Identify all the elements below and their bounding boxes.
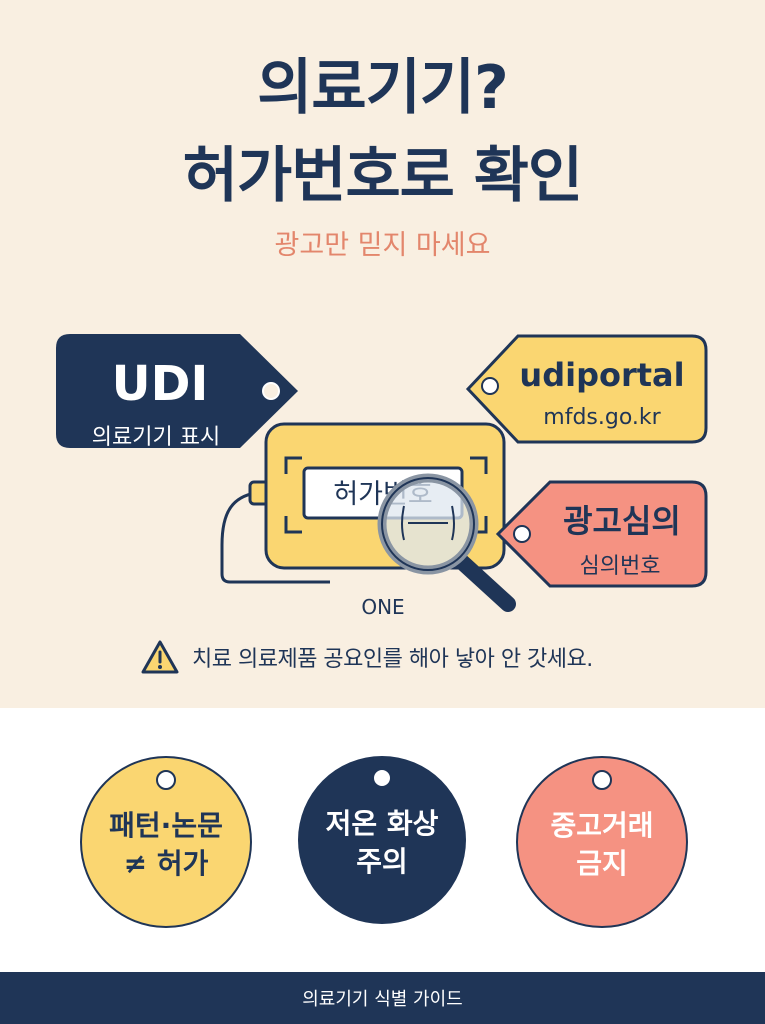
- page-subtitle: 광고만 믿지 마세요: [274, 230, 491, 261]
- warning-icon: [141, 640, 179, 674]
- footer-text: 의료기기 식별 가이드: [302, 989, 463, 1010]
- udi-tag-hole: [262, 382, 280, 400]
- scan-frame: [284, 456, 488, 534]
- magnifier-icon: [377, 473, 516, 612]
- tag-hole: [372, 768, 392, 788]
- ad-review-tag: [495, 480, 708, 588]
- udi-tag: [56, 334, 298, 448]
- udiportal-tag-title: udiportal: [519, 356, 684, 394]
- udiportal-tag-hole: [481, 377, 499, 395]
- ad-review-tag-hole: [513, 525, 531, 543]
- ad-review-tag-title: 광고심의: [563, 502, 681, 540]
- udiportal-tag-subtitle: mfds.go.kr: [543, 405, 661, 430]
- warning-text: 치료 의료제품 공요인를 해아 낳아 안 갓세요.: [192, 647, 593, 672]
- tag-patent-paper-label: 패턴·논문 ≠ 허가: [109, 809, 223, 880]
- device-cable: [220, 490, 330, 584]
- tag-patent-paper: 패턴·논문 ≠ 허가: [80, 756, 252, 928]
- footer: 의료기기 식별 가이드: [0, 972, 765, 1024]
- tag-hole: [592, 770, 612, 790]
- tag-no-resale-label: 중고거래 금지: [550, 809, 654, 880]
- tag-low-temp-burn-label: 저온 화상 주의: [325, 807, 439, 878]
- page-title-line2: 허가번호로 확인: [182, 141, 583, 211]
- page-title-line1: 의료기기?: [257, 53, 509, 123]
- warning-notice: 치료 의료제품 공요인를 해아 낳아 안 갓세요.: [140, 636, 593, 678]
- tag-hole: [156, 770, 176, 790]
- udiportal-tag: [465, 334, 708, 444]
- illustration: 허가번호 UDI 의료기기 표시 udiportal mfds.go.kr 광고…: [56, 334, 708, 619]
- udi-tag-subtitle: 의료기기 표시: [92, 425, 220, 450]
- ad-review-tag-subtitle: 심의번호: [580, 554, 661, 579]
- tag-no-resale: 중고거래 금지: [516, 756, 688, 928]
- tag-low-temp-burn: 저온 화상 주의: [298, 756, 466, 924]
- udi-tag-title: UDI: [112, 356, 209, 412]
- device-caption: ONE: [361, 595, 404, 619]
